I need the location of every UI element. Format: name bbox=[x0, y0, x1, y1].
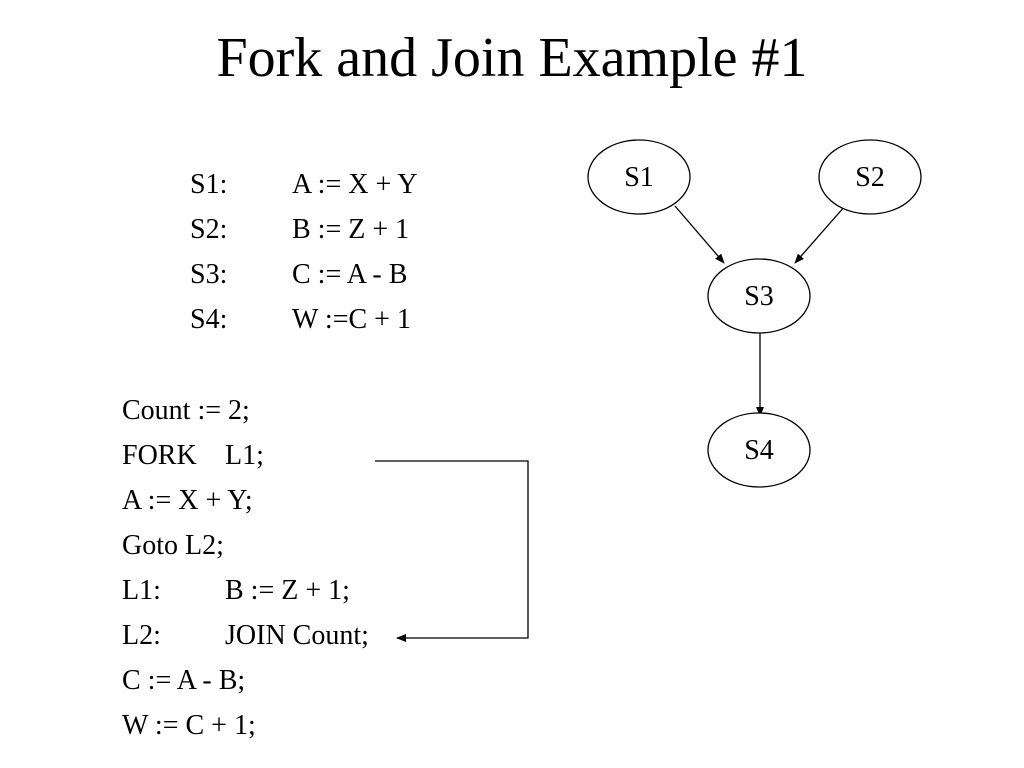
assign-w-statement: W := C + 1; bbox=[122, 710, 256, 741]
node-s4-shape bbox=[707, 412, 811, 488]
goto-statement: Goto L2; bbox=[122, 530, 224, 561]
statement-row: S2: B := Z + 1 bbox=[190, 207, 417, 252]
statement-expression: B := Z + 1 bbox=[292, 214, 410, 245]
node-s4-label: S4 bbox=[744, 435, 774, 466]
statement-label: S2: bbox=[190, 214, 228, 245]
edge-s1-s3 bbox=[674, 205, 725, 264]
statement-expression: C := A - B bbox=[292, 259, 408, 290]
count-statement: Count := 2; bbox=[122, 395, 250, 426]
code-line-l1: L1: B := Z + 1; bbox=[122, 568, 369, 613]
node-s2: S2 bbox=[818, 139, 922, 215]
statement-label: S1: bbox=[190, 169, 228, 200]
node-s1-shape bbox=[587, 139, 691, 215]
node-s1-label: S1 bbox=[624, 162, 654, 193]
statement-row: S1: A := X + Y bbox=[190, 162, 417, 207]
statement-row: S3: C := A - B bbox=[190, 252, 417, 297]
join-statement: JOIN Count; bbox=[225, 620, 369, 651]
node-s4: S4 bbox=[707, 412, 811, 488]
statement-label: S3: bbox=[190, 259, 228, 290]
code-line-l2: L2: JOIN Count; bbox=[122, 613, 369, 658]
statement-expression: A := X + Y bbox=[292, 169, 418, 200]
code-line-fork: FORK L1; bbox=[122, 433, 369, 478]
l1-statement: B := Z + 1; bbox=[225, 575, 350, 606]
fork-target: L1; bbox=[225, 440, 264, 471]
code-line-assign-c: C := A - B; bbox=[122, 658, 369, 703]
code-line-goto: Goto L2; bbox=[122, 523, 369, 568]
code-block: Count := 2; FORK L1; A := X + Y; Goto L2;… bbox=[122, 388, 369, 748]
assign-c-statement: C := A - B; bbox=[122, 665, 246, 696]
slide-title: Fork and Join Example #1 bbox=[216, 27, 808, 89]
edge-s2-s3 bbox=[794, 205, 846, 264]
node-s3: S3 bbox=[707, 258, 811, 334]
fork-keyword: FORK bbox=[122, 440, 197, 471]
statement-expression: W :=C + 1 bbox=[292, 304, 411, 335]
node-s2-shape bbox=[818, 139, 922, 215]
statement-label: S4: bbox=[190, 304, 228, 335]
statement-list: S1: A := X + Y S2: B := Z + 1 S3: C := A - … bbox=[190, 162, 417, 342]
code-line-count: Count := 2; bbox=[122, 388, 369, 433]
statement-row: S4: W :=C + 1 bbox=[190, 297, 417, 342]
l2-label: L2: bbox=[122, 620, 161, 651]
node-s1: S1 bbox=[587, 139, 691, 215]
code-line-assign-a: A := X + Y; bbox=[122, 478, 369, 523]
node-s3-label: S3 bbox=[744, 281, 774, 312]
node-s3-shape bbox=[707, 258, 811, 334]
node-s2-label: S2 bbox=[855, 162, 885, 193]
l1-label: L1: bbox=[122, 575, 161, 606]
fork-join-connector bbox=[375, 460, 529, 642]
assign-a-statement: A := X + Y; bbox=[122, 485, 253, 516]
code-line-assign-w: W := C + 1; bbox=[122, 703, 369, 748]
